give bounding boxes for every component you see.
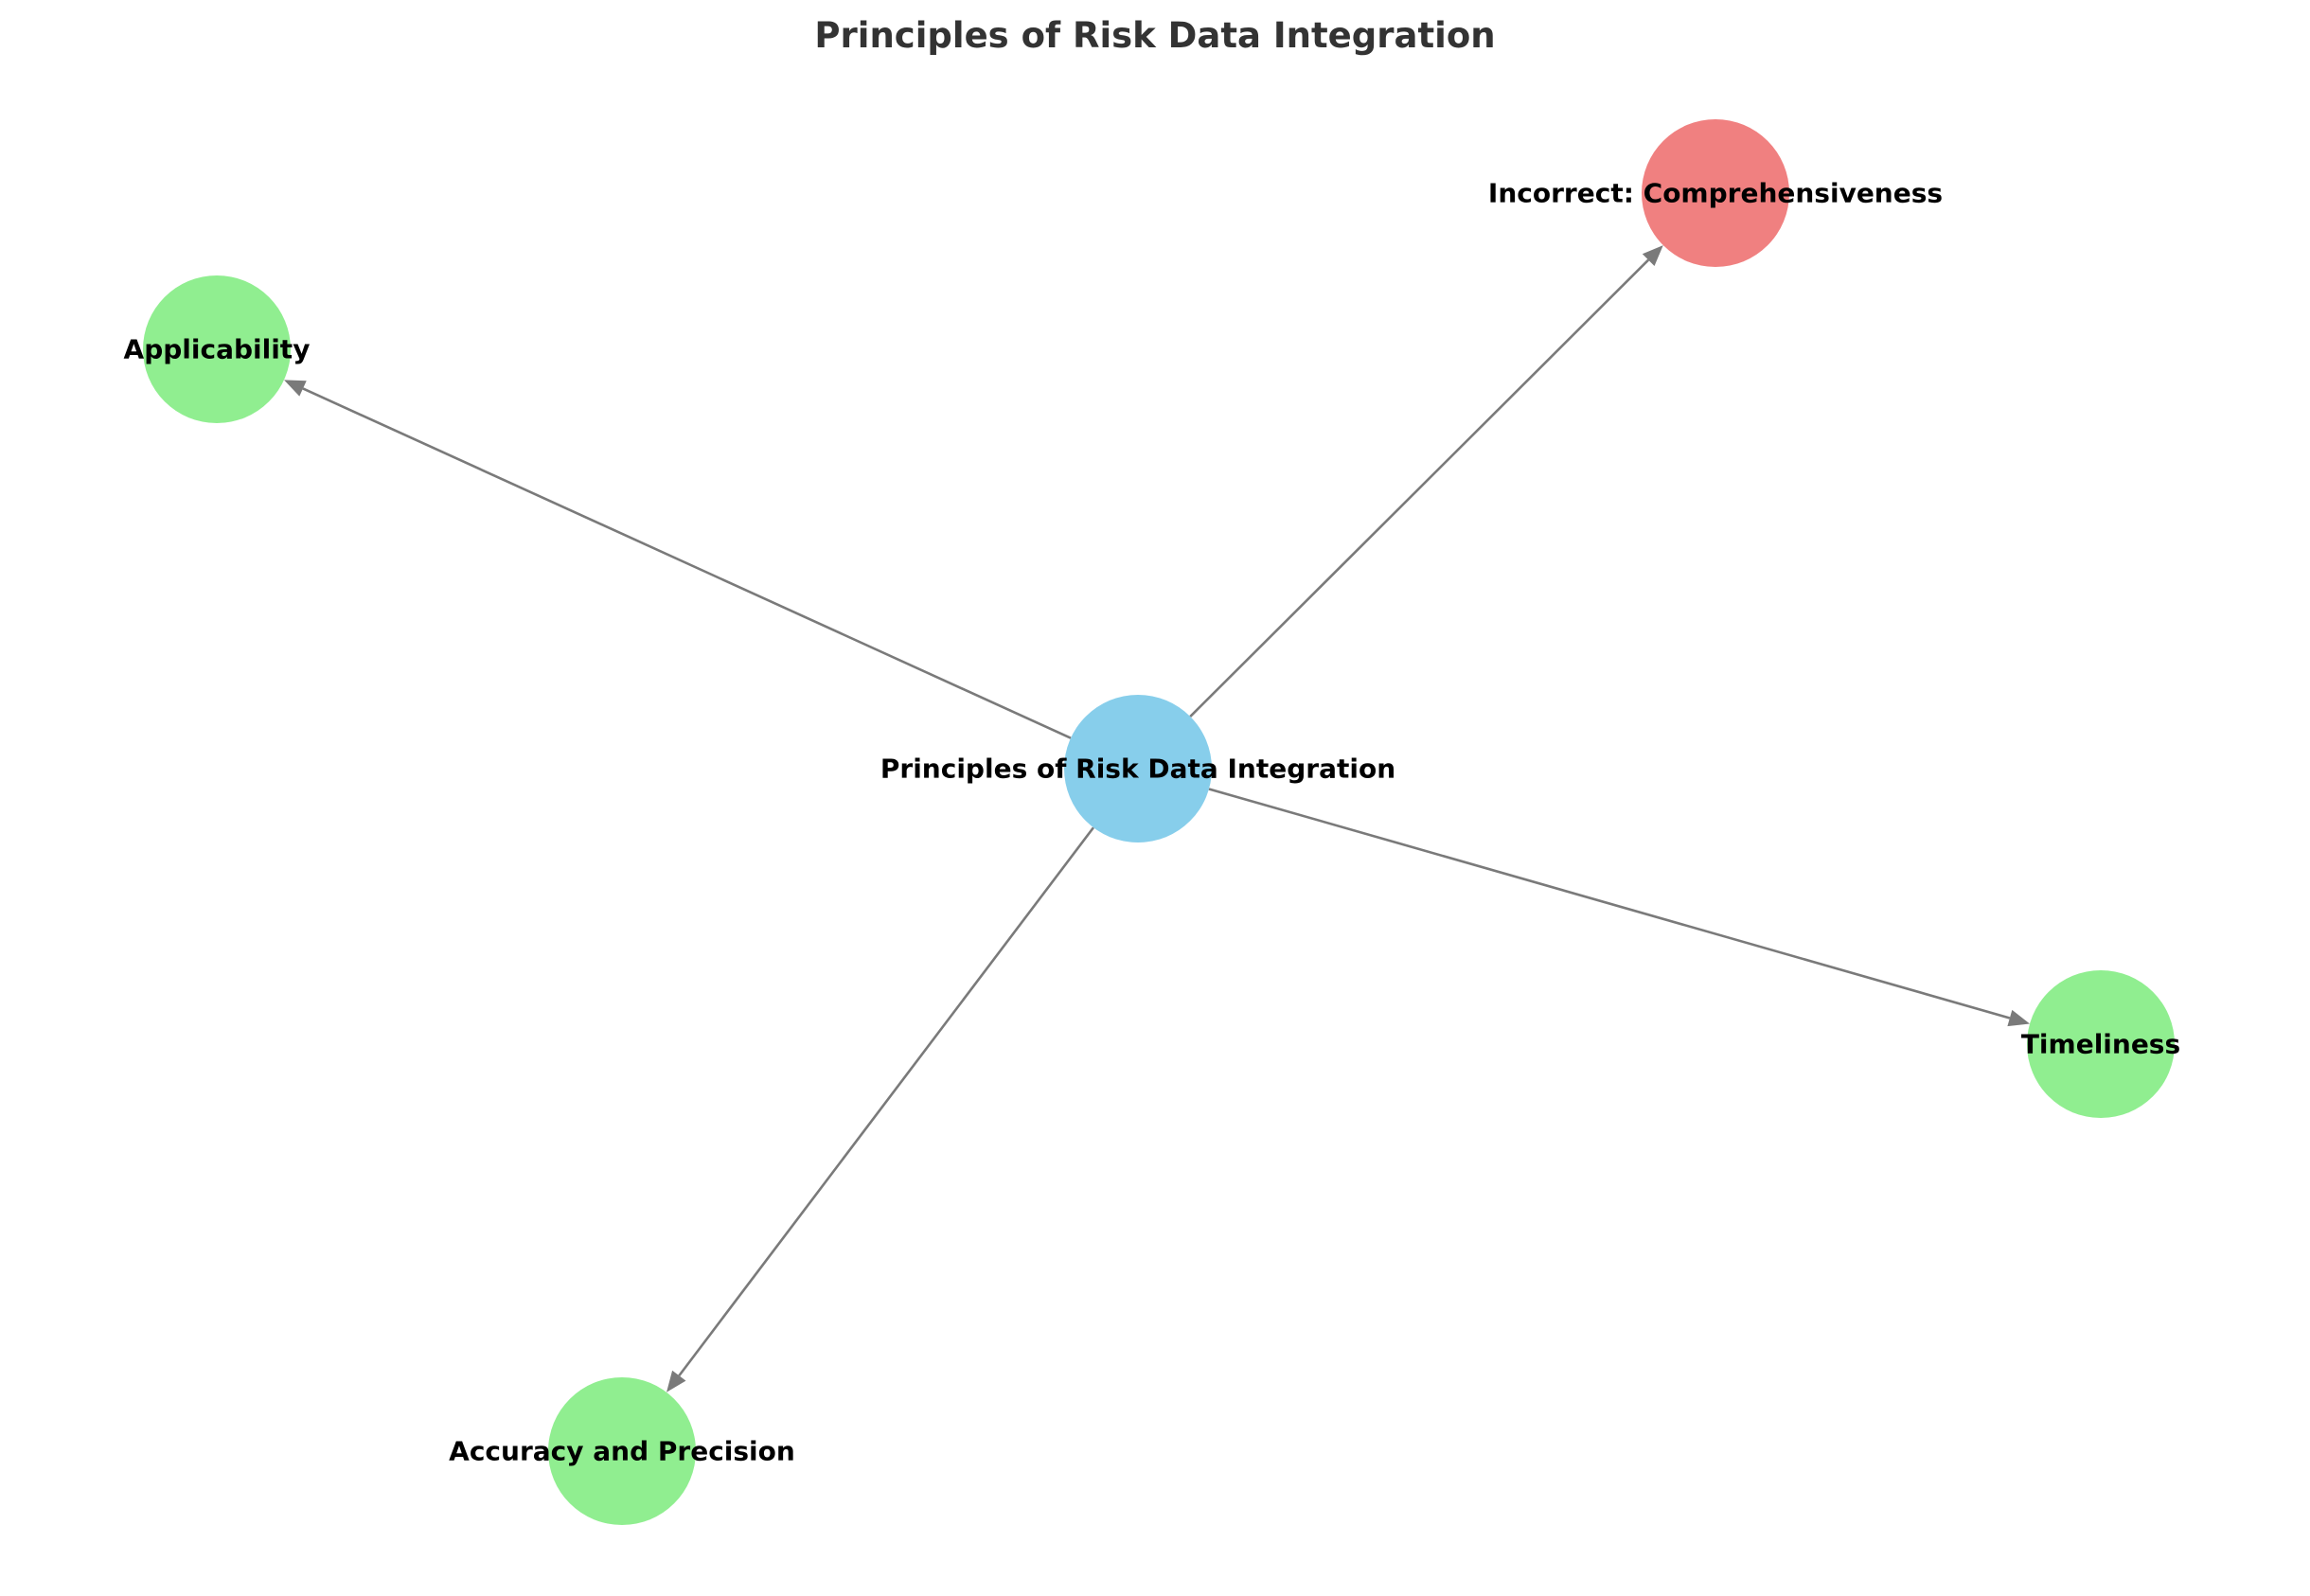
- edge-center-to-applicability: [283, 380, 1072, 739]
- node-label-accuracy: Accuracy and Precision: [449, 1436, 795, 1467]
- node-incorrect: [1642, 119, 1789, 267]
- labels-layer: Principles of Risk Data Integration Incor…: [124, 178, 2181, 1467]
- diagram-title: Principles of Risk Data Integration: [814, 15, 1495, 56]
- node-accuracy: [548, 1377, 696, 1525]
- node-label-applicability: Applicability: [124, 334, 311, 365]
- edge-center-to-accuracy: [666, 826, 1095, 1392]
- nodes-layer: [143, 119, 2175, 1525]
- edge-center-to-incorrect: [1189, 245, 1663, 718]
- edge-line: [1208, 788, 2011, 1020]
- node-label-center: Principles of Risk Data Integration: [880, 754, 1395, 785]
- node-label-incorrect: Incorrect: Comprehensiveness: [1488, 178, 1943, 209]
- arrowhead-icon: [666, 1370, 686, 1392]
- arrowhead-icon: [2007, 1009, 2031, 1027]
- arrowhead-icon: [1642, 245, 1663, 266]
- arrowhead-icon: [283, 380, 307, 397]
- edge-center-to-timeliness: [1208, 788, 2031, 1027]
- node-applicability: [143, 275, 291, 423]
- edge-line: [678, 826, 1095, 1377]
- node-label-timeliness: Timeliness: [2021, 1029, 2180, 1060]
- node-center: [1064, 695, 1212, 842]
- edge-line: [1189, 258, 1650, 718]
- edges-layer: [283, 245, 2031, 1392]
- node-timeliness: [2027, 970, 2175, 1118]
- edge-line: [302, 387, 1072, 739]
